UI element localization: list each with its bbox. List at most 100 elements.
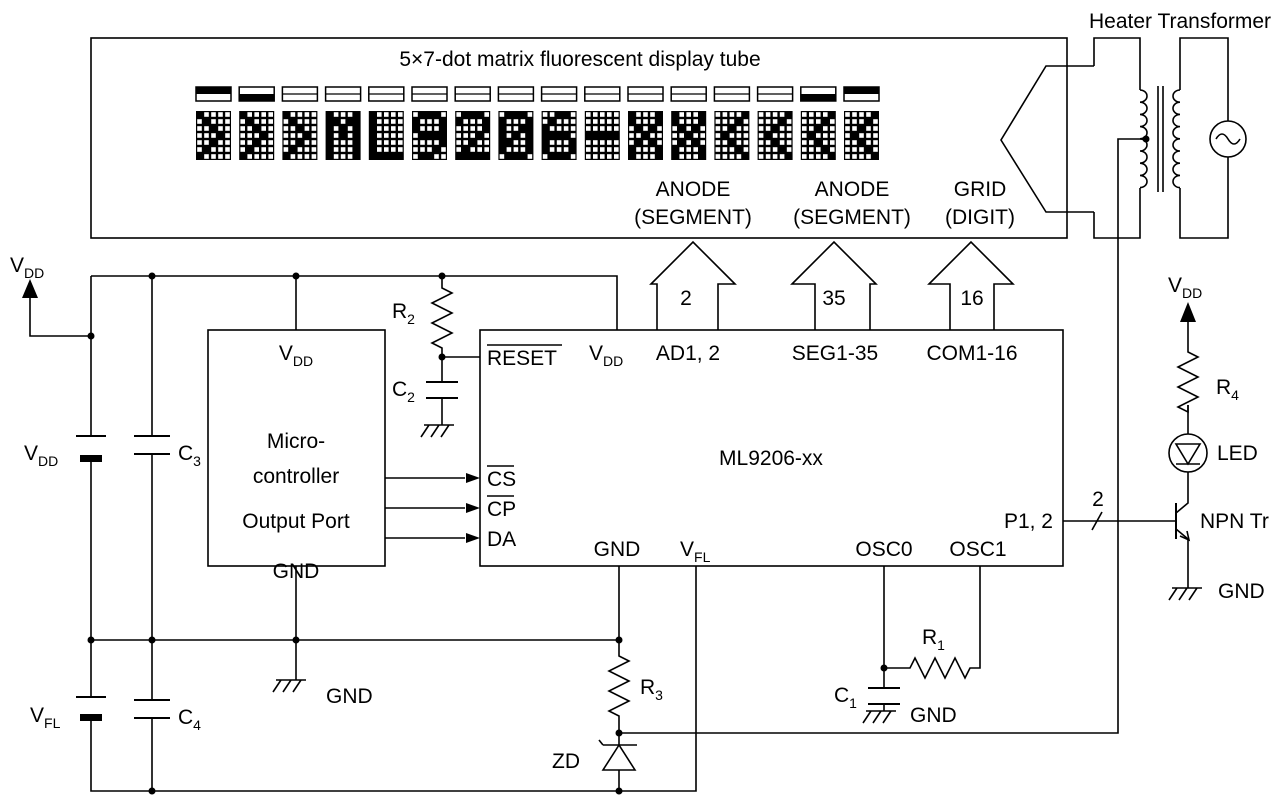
vfd-dot-off bbox=[830, 147, 835, 152]
vfd-dot-off bbox=[333, 147, 339, 152]
vfd-dot-off bbox=[290, 112, 296, 117]
vfd-dot-off bbox=[570, 126, 576, 131]
r3-resistor bbox=[607, 566, 631, 733]
pin-cp: CP bbox=[487, 498, 516, 521]
vfd-dot-off bbox=[722, 147, 728, 152]
vfd-dot-off bbox=[722, 112, 728, 117]
vfd-dot-off bbox=[384, 126, 389, 131]
vfd-dot-off bbox=[247, 126, 252, 131]
vfd-dot-off bbox=[636, 147, 641, 152]
vfd-dot-off bbox=[852, 147, 857, 152]
vfd-dot-off bbox=[643, 119, 648, 124]
pin-cs: CS bbox=[487, 468, 516, 491]
vfd-dot-off bbox=[809, 154, 814, 159]
pin-reset: RESET bbox=[487, 347, 557, 370]
vfd-dot-off bbox=[672, 140, 677, 145]
vfd-dot-off bbox=[413, 133, 418, 138]
vfd-dot-off bbox=[311, 133, 317, 138]
vfd-dot-off bbox=[311, 147, 317, 152]
vfd-dot-off bbox=[736, 126, 742, 131]
vfd-dot-off bbox=[786, 140, 792, 145]
vfd-dot-off bbox=[477, 119, 482, 124]
vfd-dot-off bbox=[197, 133, 202, 138]
vfd-dot-off bbox=[715, 126, 721, 131]
vfd-dot-off bbox=[729, 154, 735, 159]
node bbox=[615, 787, 623, 795]
vfd-dot-off bbox=[765, 112, 771, 117]
vfd-dot-off bbox=[347, 112, 353, 117]
vfd-dot-off bbox=[391, 112, 396, 117]
vfd-dot-off bbox=[736, 154, 742, 159]
vfd-dot-off bbox=[765, 126, 771, 131]
vfd-dot-off bbox=[268, 126, 273, 131]
vfd-dot-off bbox=[240, 126, 245, 131]
vfl-battery-plate-neg bbox=[80, 714, 102, 721]
vfd-dot-off bbox=[823, 140, 828, 145]
vfd-dot-off bbox=[413, 140, 418, 145]
vfd-dot-off bbox=[211, 119, 216, 124]
vfd-dot-off bbox=[600, 119, 605, 124]
gnd-symbol-npn bbox=[1168, 587, 1202, 601]
vfd-dot-off bbox=[772, 133, 778, 138]
vfd-dot-off bbox=[197, 126, 202, 131]
vfd-dot-off bbox=[758, 119, 764, 124]
r4-resistor bbox=[1176, 316, 1200, 414]
node bbox=[148, 787, 156, 795]
vfd-indicator-fill bbox=[196, 87, 231, 94]
vfd-dot-off bbox=[549, 112, 555, 117]
vfd-dot-off bbox=[593, 119, 598, 124]
vfd-dot-off bbox=[729, 147, 735, 152]
vfd-dot-off bbox=[722, 140, 728, 145]
vfd-dot-off bbox=[873, 119, 878, 124]
r3-label: R3 bbox=[640, 676, 663, 703]
pin-vfl: VFL bbox=[680, 538, 711, 565]
vfd-dot-off bbox=[845, 154, 850, 159]
vfd-dot-off bbox=[197, 147, 202, 152]
vfd-dot-off bbox=[197, 140, 202, 145]
vfd-dot-off bbox=[283, 140, 289, 145]
vfd-dot-off bbox=[398, 126, 403, 131]
vfd-dot-off bbox=[693, 119, 698, 124]
bus-seg-count: 35 bbox=[822, 287, 845, 310]
zener-diode-icon bbox=[601, 743, 637, 771]
vfd-dot-off bbox=[520, 140, 526, 145]
vfd-dot-off bbox=[247, 112, 252, 117]
vfd-dot-off bbox=[311, 119, 317, 124]
vfd-dot-off bbox=[463, 126, 468, 131]
vfd-dot-off bbox=[657, 126, 662, 131]
zd-label: ZD bbox=[552, 750, 580, 773]
vfl-battery-label: VFL bbox=[30, 704, 61, 731]
vfd-dot-off bbox=[866, 126, 871, 131]
vfd-dot-off bbox=[802, 112, 807, 117]
vfd-dot-off bbox=[513, 140, 519, 145]
vfd-dot-off bbox=[311, 126, 317, 131]
vfd-dot-off bbox=[786, 147, 792, 152]
vfd-dot-off bbox=[304, 140, 310, 145]
bus-slash bbox=[1091, 511, 1103, 531]
pin-seg: SEG1-35 bbox=[792, 342, 878, 365]
vfd-dot-off bbox=[240, 140, 245, 145]
vfd-dot-off bbox=[607, 119, 612, 124]
vfd-dot-off bbox=[600, 147, 605, 152]
vfd-dot-off bbox=[614, 154, 619, 159]
vfd-dot-off bbox=[650, 154, 655, 159]
c4-label: C4 bbox=[178, 706, 201, 733]
vfd-dot-off bbox=[816, 112, 821, 117]
vfd-dot-off bbox=[693, 154, 698, 159]
led-label: LED bbox=[1217, 442, 1258, 465]
vfd-dot-off bbox=[852, 154, 857, 159]
vfd-dot-off bbox=[866, 112, 871, 117]
vfd-dot-off bbox=[772, 147, 778, 152]
vfd-dot-off bbox=[204, 140, 209, 145]
vfd-dot-off bbox=[549, 147, 555, 152]
vfd-dot-off bbox=[477, 140, 482, 145]
vfd-dot-off bbox=[211, 112, 216, 117]
vfd-dot-off bbox=[816, 154, 821, 159]
vfd-dot-off bbox=[520, 147, 526, 152]
vfd-dot-off bbox=[823, 133, 828, 138]
vfd-dot-off bbox=[758, 140, 764, 145]
vfd-dot-off bbox=[614, 147, 619, 152]
vfd-dot-off bbox=[456, 112, 461, 117]
vfd-dot-off bbox=[340, 112, 346, 117]
pin-da: DA bbox=[487, 528, 516, 551]
